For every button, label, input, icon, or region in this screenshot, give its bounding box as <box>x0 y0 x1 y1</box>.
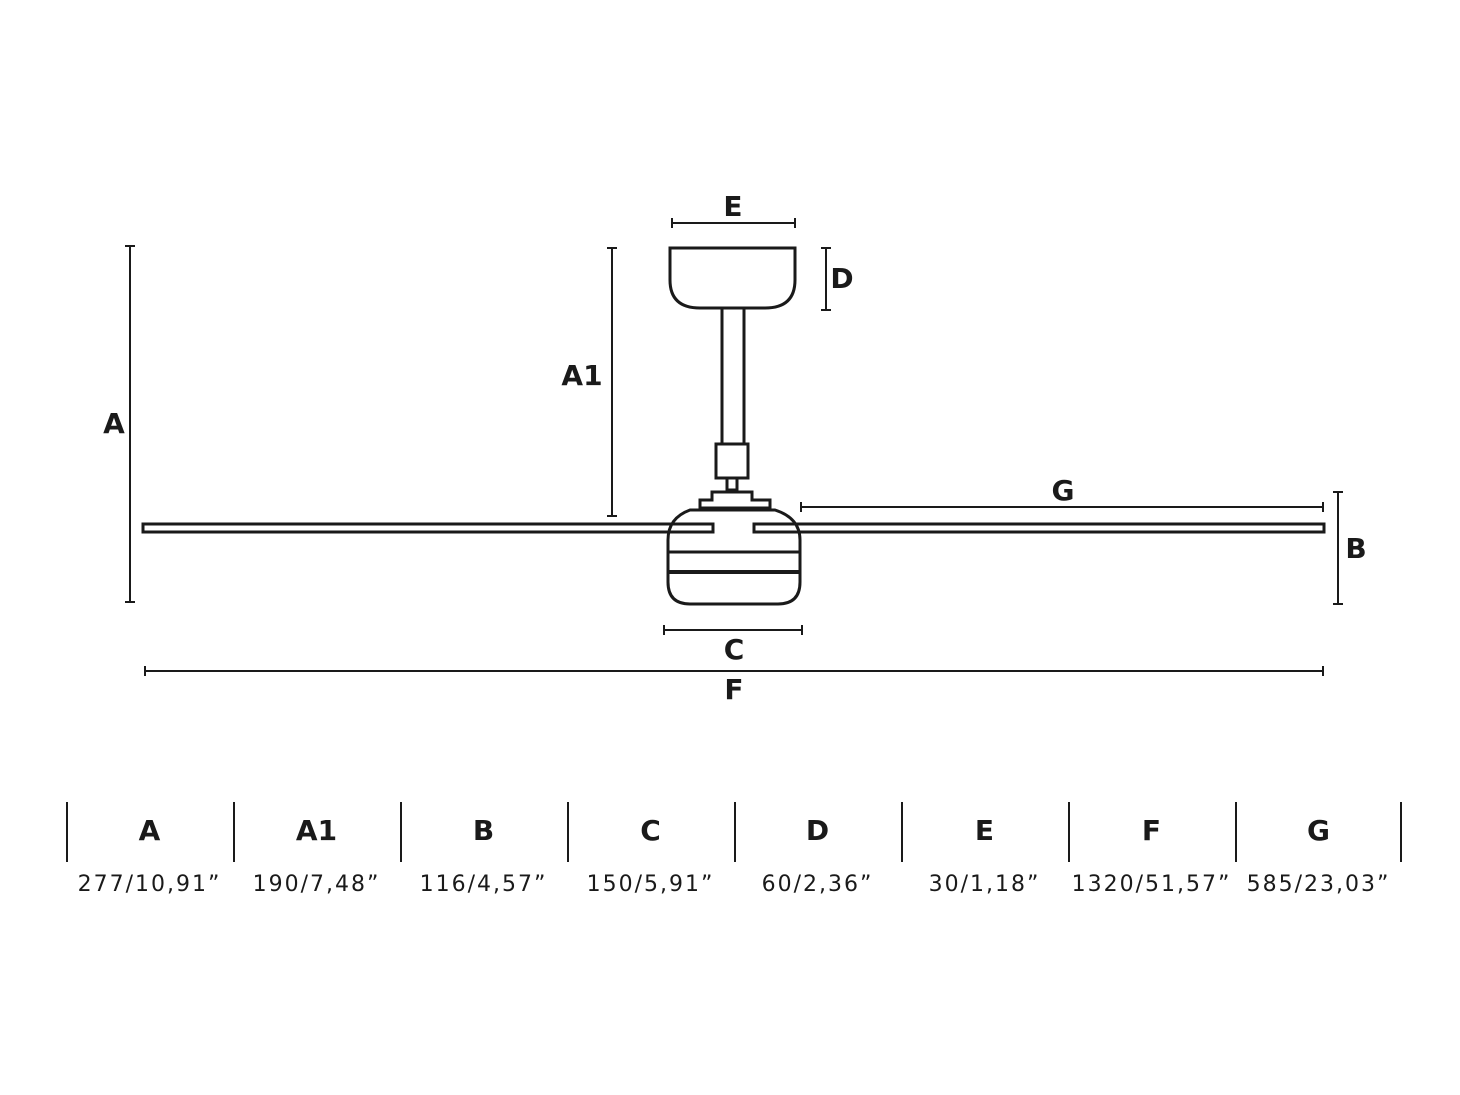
column-value: 116/4,57” <box>419 872 548 897</box>
dimension-a1 <box>607 247 617 517</box>
column-letter: A1 <box>295 814 338 847</box>
table-column-f: F 1320/51,57” <box>1068 800 1235 910</box>
column-value: 190/7,48” <box>252 872 381 897</box>
column-value: 277/10,91” <box>77 872 222 897</box>
label-d: D <box>830 262 853 295</box>
column-divider <box>901 802 903 862</box>
column-divider <box>400 802 402 862</box>
label-b: B <box>1345 532 1366 565</box>
column-divider <box>567 802 569 862</box>
label-g: G <box>1052 474 1075 507</box>
downrod-coupler <box>714 442 750 480</box>
label-f: F <box>724 673 743 706</box>
dimension-f <box>144 666 1324 676</box>
dimension-g <box>800 502 1324 512</box>
column-divider <box>66 802 68 862</box>
table-column-c: C 150/5,91” <box>567 800 734 910</box>
column-letter: A <box>138 814 161 847</box>
column-letter: B <box>472 814 495 847</box>
label-a1: A1 <box>561 359 602 392</box>
label-a: A <box>103 407 125 440</box>
left-blade <box>141 522 715 534</box>
column-value: 1320/51,57” <box>1071 872 1232 897</box>
column-value: 60/2,36” <box>761 872 874 897</box>
column-letter: C <box>640 814 661 847</box>
table-column-a: A 277/10,91” <box>66 800 233 910</box>
column-divider <box>1068 802 1070 862</box>
dimension-b <box>1333 491 1343 605</box>
motor-stem <box>725 476 739 492</box>
column-value: 585/23,03” <box>1246 872 1391 897</box>
table-column-e: E 30/1,18” <box>901 800 1068 910</box>
column-letter: E <box>974 814 995 847</box>
column-value: 30/1,18” <box>928 872 1041 897</box>
dimension-d <box>821 247 831 311</box>
dimension-e <box>671 218 796 228</box>
column-letter: F <box>1141 814 1162 847</box>
column-value: 150/5,91” <box>586 872 715 897</box>
dimension-a <box>125 245 135 603</box>
canopy <box>668 246 797 310</box>
table-column-g: G 585/23,03” <box>1235 800 1402 910</box>
dimensions-table: A 277/10,91” A1 190/7,48” B 116/4,57” C … <box>66 800 1402 910</box>
column-divider <box>734 802 736 862</box>
right-blade <box>752 522 1326 534</box>
column-divider <box>233 802 235 862</box>
table-column-a1: A1 190/7,48” <box>233 800 400 910</box>
motor-collar <box>698 490 772 510</box>
label-e: E <box>723 190 742 223</box>
table-column-d: D 60/2,36” <box>734 800 901 910</box>
column-divider <box>1400 802 1402 862</box>
label-c: C <box>724 633 745 666</box>
downrod <box>720 306 746 446</box>
column-letter: D <box>805 814 830 847</box>
dimension-c <box>663 625 803 635</box>
table-column-b: B 116/4,57” <box>400 800 567 910</box>
column-divider <box>1235 802 1237 862</box>
column-letter: G <box>1307 814 1330 847</box>
